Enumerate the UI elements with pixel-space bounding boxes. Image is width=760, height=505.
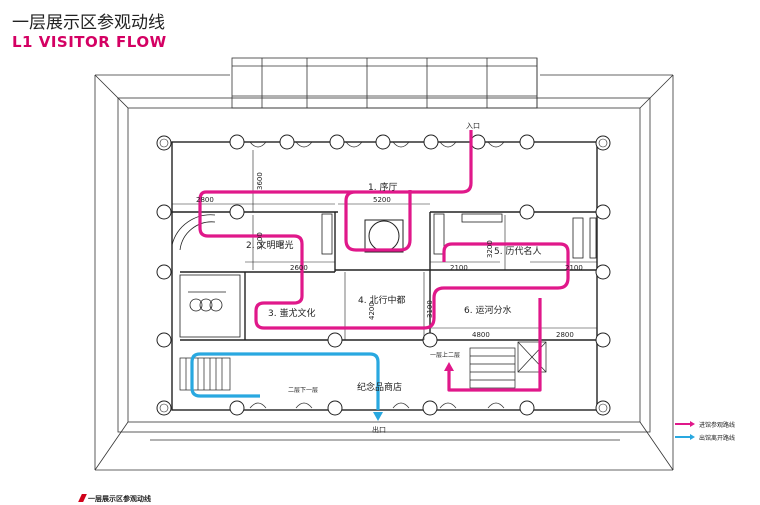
stairs-up-label: 一层上二层	[430, 351, 460, 359]
legend-exit-arrow	[690, 434, 695, 440]
dim-2100-left: 2100	[450, 264, 468, 272]
dim-2100-right: 2100	[565, 264, 583, 272]
room-5-label: 5. 历代名人	[494, 245, 541, 257]
exit-label: 出口	[372, 425, 386, 434]
dim-3200-right: 3200	[486, 240, 494, 258]
exit-route	[190, 352, 380, 410]
dim-3600: 3600	[256, 172, 264, 190]
shop-label: 纪念品商店	[357, 381, 402, 393]
top-balcony	[231, 57, 538, 109]
entry-route-end	[447, 298, 542, 392]
routes	[190, 130, 570, 421]
room-3-label: 3. 蚩尤文化	[268, 307, 315, 319]
room-2-label: 2. 文明曙光	[246, 239, 293, 251]
dim-3100: 3100	[426, 300, 434, 318]
page-subtitle: L1 VISITOR FLOW	[12, 33, 167, 51]
outer-frame	[94, 74, 674, 471]
legend-exit-label: 出馆离开路线	[699, 434, 735, 442]
dim-5200: 5200	[373, 196, 391, 204]
entry-route-arrow	[444, 362, 454, 371]
dim-3200: 3200	[256, 232, 264, 250]
door-arcs	[249, 141, 505, 409]
legend: 进馆参观路线 出馆离开路线	[675, 421, 735, 442]
legend-entry-arrow	[690, 421, 695, 427]
dim-2800-left: 2800	[196, 196, 214, 204]
room-hall-label: 1. 序厅	[368, 181, 397, 193]
dim-4200: 4200	[368, 302, 376, 320]
exit-route-arrow	[373, 412, 383, 421]
column-rings	[159, 138, 608, 413]
stairs-down-label: 二层下一层	[288, 387, 318, 394]
entry-route	[198, 130, 570, 330]
dim-4800: 4800	[472, 331, 490, 339]
dim-2600: 2600	[290, 264, 308, 272]
entrance-label: 入口	[466, 122, 480, 130]
legend-entry-label: 进馆参观路线	[699, 421, 735, 429]
room-6-label: 6. 运河分水	[464, 304, 511, 316]
columns	[156, 134, 611, 416]
dim-2800-right: 2800	[556, 331, 574, 339]
left-annex	[171, 214, 241, 338]
caption: 一层展示区参观动线	[88, 495, 151, 503]
page-title: 一层展示区参观动线	[12, 13, 165, 33]
display-cases	[321, 213, 597, 259]
hall-feature	[364, 219, 404, 253]
room-4-label: 4. 北行中都	[358, 294, 405, 306]
